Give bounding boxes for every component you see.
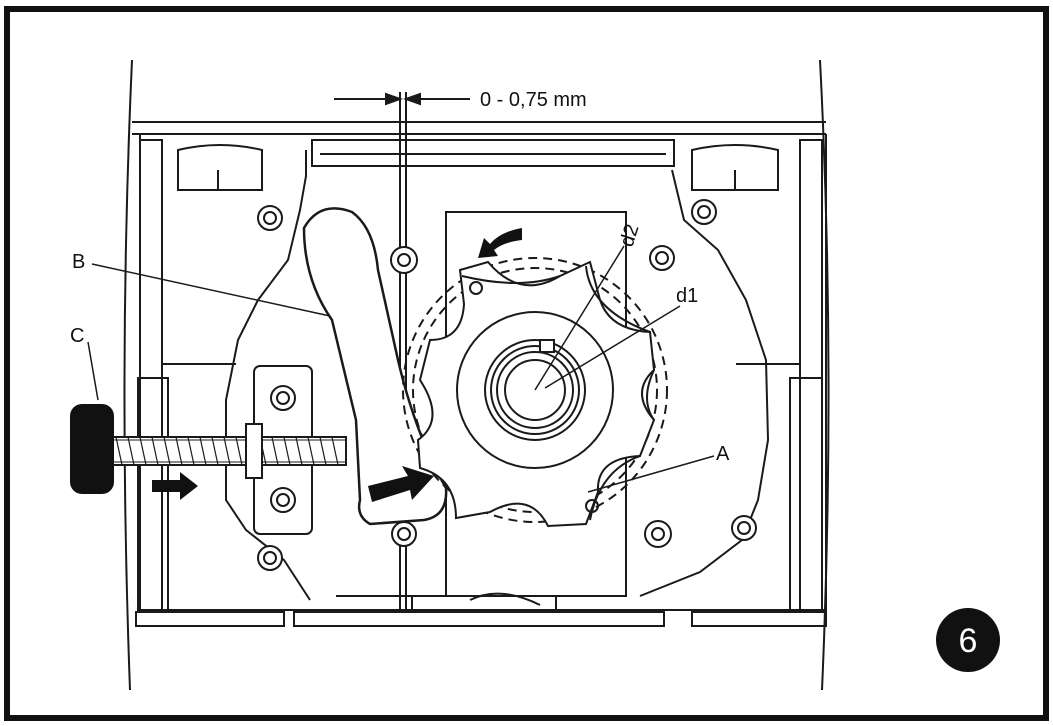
step-number: 6 [959, 622, 978, 660]
label-c: C [70, 325, 84, 347]
label-b: B [72, 251, 85, 273]
dimension-label: 0 - 0,75 mm [480, 89, 587, 111]
housing [123, 59, 830, 691]
sprocket-gear [402, 257, 668, 528]
leader-lines [87, 245, 715, 493]
label-d2: d2 [616, 222, 644, 250]
label-d1: d1 [676, 285, 698, 307]
outer-frame [4, 6, 1049, 721]
step-badge [936, 608, 1000, 672]
motion-arrows [152, 228, 522, 502]
clamp-screw-c [70, 404, 347, 494]
dimension-marker [334, 92, 470, 106]
label-a: A [716, 443, 730, 465]
